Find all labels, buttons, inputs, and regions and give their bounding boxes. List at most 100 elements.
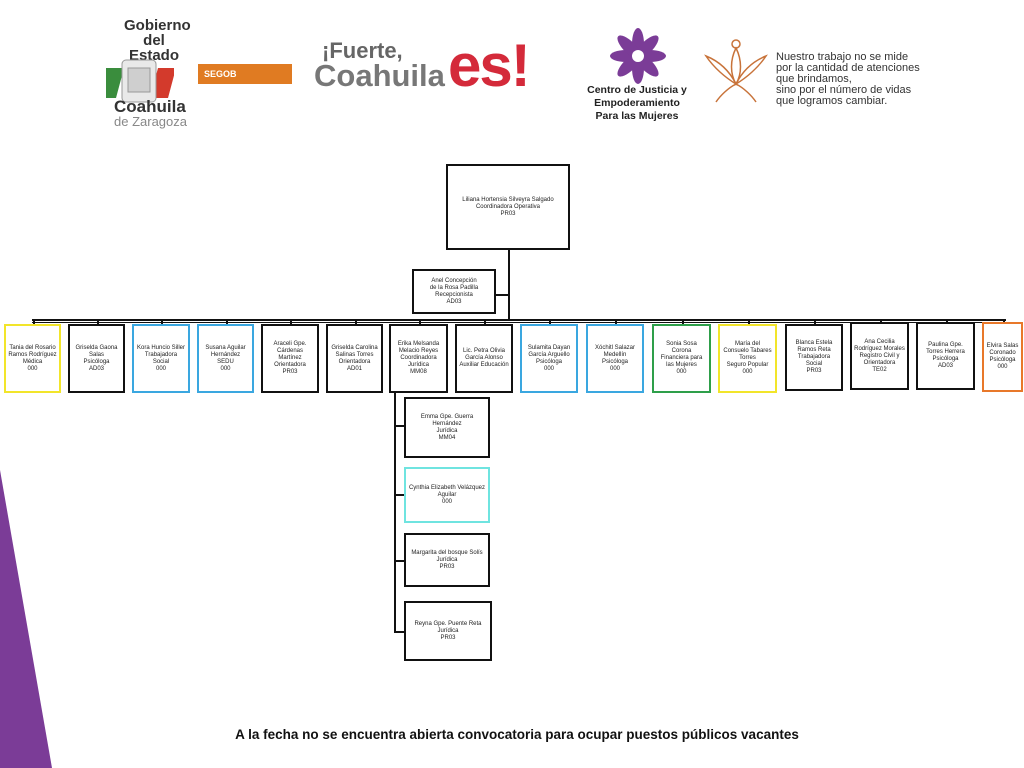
org-node-role: SEDU — [217, 358, 234, 365]
connector-staff-drop — [1002, 319, 1005, 322]
org-node-role: Psicóloga — [989, 357, 1016, 363]
org-node-staff: Xóchitl Salazar Medellín Psicóloga 000 — [586, 324, 644, 393]
cjm-line1: Centro de Justicia y — [587, 84, 687, 96]
connector-staff-drop — [814, 319, 816, 324]
org-node-staff: Elvira Salas Coronado Psicóloga 000 — [982, 322, 1023, 392]
org-node-staff: Erika Melsanda Melacio Reyes Coordinador… — [389, 324, 448, 393]
connector-assistant — [496, 294, 508, 296]
org-node-code: MM04 — [438, 434, 456, 441]
segob-badge: SEGOB — [198, 64, 292, 84]
org-node-name: Sonia Sosa Corona — [666, 341, 697, 354]
fuerte-line1: ¡Fuerte, — [322, 38, 403, 63]
org-node-staff: Ana Cecilia Rodríguez Morales Registro C… — [850, 322, 909, 390]
gobierno-state: Coahuila — [114, 97, 186, 116]
connector-legal-2 — [394, 494, 404, 496]
org-node-name: Anel Concepción — [431, 277, 477, 284]
org-node-name: Erika Melsanda Melacio Reyes — [397, 341, 440, 354]
org-node-name: Reyna Gpe. Puente Reta — [414, 620, 482, 627]
org-node-role: Psicóloga — [601, 358, 628, 365]
org-node-code: 000 — [543, 365, 554, 372]
org-node-staff: Lic. Petra Olivia García Alonso Auxiliar… — [455, 324, 513, 393]
org-node-role: Jurídica — [436, 556, 458, 563]
org-node-role: Médica — [22, 358, 43, 365]
gobierno-title: Gobierno del Estado — [124, 17, 191, 64]
connector-staff-drop — [945, 319, 948, 322]
org-node-staff: Griselda Gaona Salas Psicóloga AD03 — [68, 324, 125, 393]
connector-root-down — [508, 249, 510, 319]
org-node-code: AD03 — [88, 365, 104, 372]
connector-horizontal-secondary — [32, 322, 1006, 323]
org-node-code: 000 — [27, 365, 38, 372]
org-node-code: 000 — [742, 369, 753, 375]
org-node-staff: Paulina Gpe. Torres Herrera Psicóloga AD… — [916, 322, 975, 390]
org-node-name: Cynthia Elizabeth Velázquez Aguilar — [408, 484, 486, 498]
purple-side-stripe — [0, 470, 52, 768]
org-node-legal: Emma Gpe. Guerra Hernández Jurídica MM04 — [404, 397, 490, 458]
org-node-assistant: Anel Concepción de la Rosa Padilla Recep… — [412, 269, 496, 314]
org-node-role: Registro Civil y Orientadora — [859, 352, 900, 366]
org-node-name: Griselda Gaona Salas — [75, 344, 118, 358]
org-node-role: Coordinadora Jurídica — [400, 355, 437, 368]
connector-legal-vertical — [394, 392, 396, 632]
cjm-logo: Centro de Justicia y Empoderamiento Para… — [586, 26, 688, 126]
org-node-name: Xóchitl Salazar Medellín — [594, 344, 636, 358]
lotus-figure-icon — [704, 39, 768, 103]
org-node-name: Lic. Petra Olivia García Alonso — [462, 348, 505, 361]
org-node-role: Auxiliar Educación — [459, 362, 509, 368]
org-node-staff: Blanca Estela Ramos Reta Trabajadora Soc… — [785, 324, 843, 391]
org-node-role: Coordinadora Operativa — [475, 203, 541, 210]
org-node-name: Paulina Gpe. Torres Herrera — [926, 342, 965, 355]
connector-staff-drop — [879, 319, 882, 322]
org-node-role: Psicóloga — [83, 358, 110, 365]
org-node-role: Orientadora — [338, 358, 371, 365]
connector-legal-4 — [394, 631, 404, 633]
org-node-role: Seguro Popular — [726, 362, 769, 368]
connector-staff-drop — [615, 319, 617, 324]
org-node-name: Blanca Estela Ramos Reta — [795, 340, 833, 353]
cjm-line3: Para las Mujeres — [595, 110, 679, 122]
org-node-role: Trabajadora Social — [144, 351, 178, 365]
org-node-code: 000 — [997, 364, 1008, 370]
org-node-code: PR03 — [282, 369, 298, 375]
org-node-role: Trabajadora Social — [797, 354, 831, 367]
org-node-staff: Tania del Rosario Ramos Rodríguez Médica… — [4, 324, 61, 393]
org-node-legal: Reyna Gpe. Puente Reta Jurídica PR03 — [404, 601, 492, 661]
org-node-code: MM08 — [410, 369, 427, 375]
connector-legal-1 — [394, 425, 404, 427]
connector-staff-drop — [225, 319, 228, 324]
org-node-name: Liliana Hortensia Silveyra Salgado — [462, 196, 554, 203]
org-node-root: Liliana Hortensia Silveyra Salgado Coord… — [446, 164, 570, 250]
org-node-name: Elvira Salas Coronado — [986, 343, 1019, 356]
org-node-role: Jurídica — [436, 427, 458, 434]
org-node-staff: Araceli Gpe. Cárdenas Martínez Orientado… — [261, 324, 319, 393]
org-node-staff: Sonia Sosa Corona Financiera para las Mu… — [652, 324, 711, 393]
org-node-code: PR03 — [806, 368, 822, 374]
org-node-name: Margarita del bosque Solís — [411, 549, 483, 556]
org-node-role: Orientadora — [274, 362, 306, 368]
org-node-code: AD03 — [446, 298, 462, 305]
org-node-name: María del Consuelo Tabares Torres — [723, 341, 772, 361]
connector-staff-drop — [354, 319, 357, 324]
org-node-staff: Susana Aguilar Hernández SEDU 000 — [197, 324, 254, 393]
cjm-line2: Empoderamiento — [594, 97, 680, 109]
org-node-code: 000 — [676, 369, 687, 375]
connector-staff-drop — [96, 319, 99, 324]
connector-staff-drop — [32, 319, 35, 324]
gobierno-coahuila-logo: Gobierno del Estado SEGOB Coahuila de Za… — [106, 17, 292, 130]
org-node-name: Susana Aguilar Hernández — [205, 344, 246, 358]
org-node-code: PR03 — [500, 210, 516, 217]
org-node-legal: Cynthia Elizabeth Velázquez Aguilar 000 — [404, 467, 490, 523]
org-node-name-2: de la Rosa Padilla — [429, 284, 479, 291]
org-node-name: Kora Huncio Siller — [136, 344, 186, 351]
org-node-name: Ana Cecilia Rodríguez Morales — [854, 338, 905, 352]
org-node-name: Araceli Gpe. Cárdenas Martínez — [273, 341, 307, 361]
org-node-code: 000 — [155, 365, 166, 372]
slogan-text: Nuestro trabajo no se mide por la cantid… — [776, 51, 920, 107]
connector-staff-drop — [747, 319, 750, 324]
org-node-role: Psicóloga — [535, 358, 562, 365]
org-node-staff: Kora Huncio Siller Trabajadora Social 00… — [132, 324, 190, 393]
cjm-name: Centro de Justicia y Empoderamiento Para… — [586, 84, 688, 123]
connector-staff-drop — [161, 319, 163, 324]
gobierno-sub: de Zaragoza — [114, 114, 187, 129]
org-node-code: AD01 — [346, 365, 362, 372]
